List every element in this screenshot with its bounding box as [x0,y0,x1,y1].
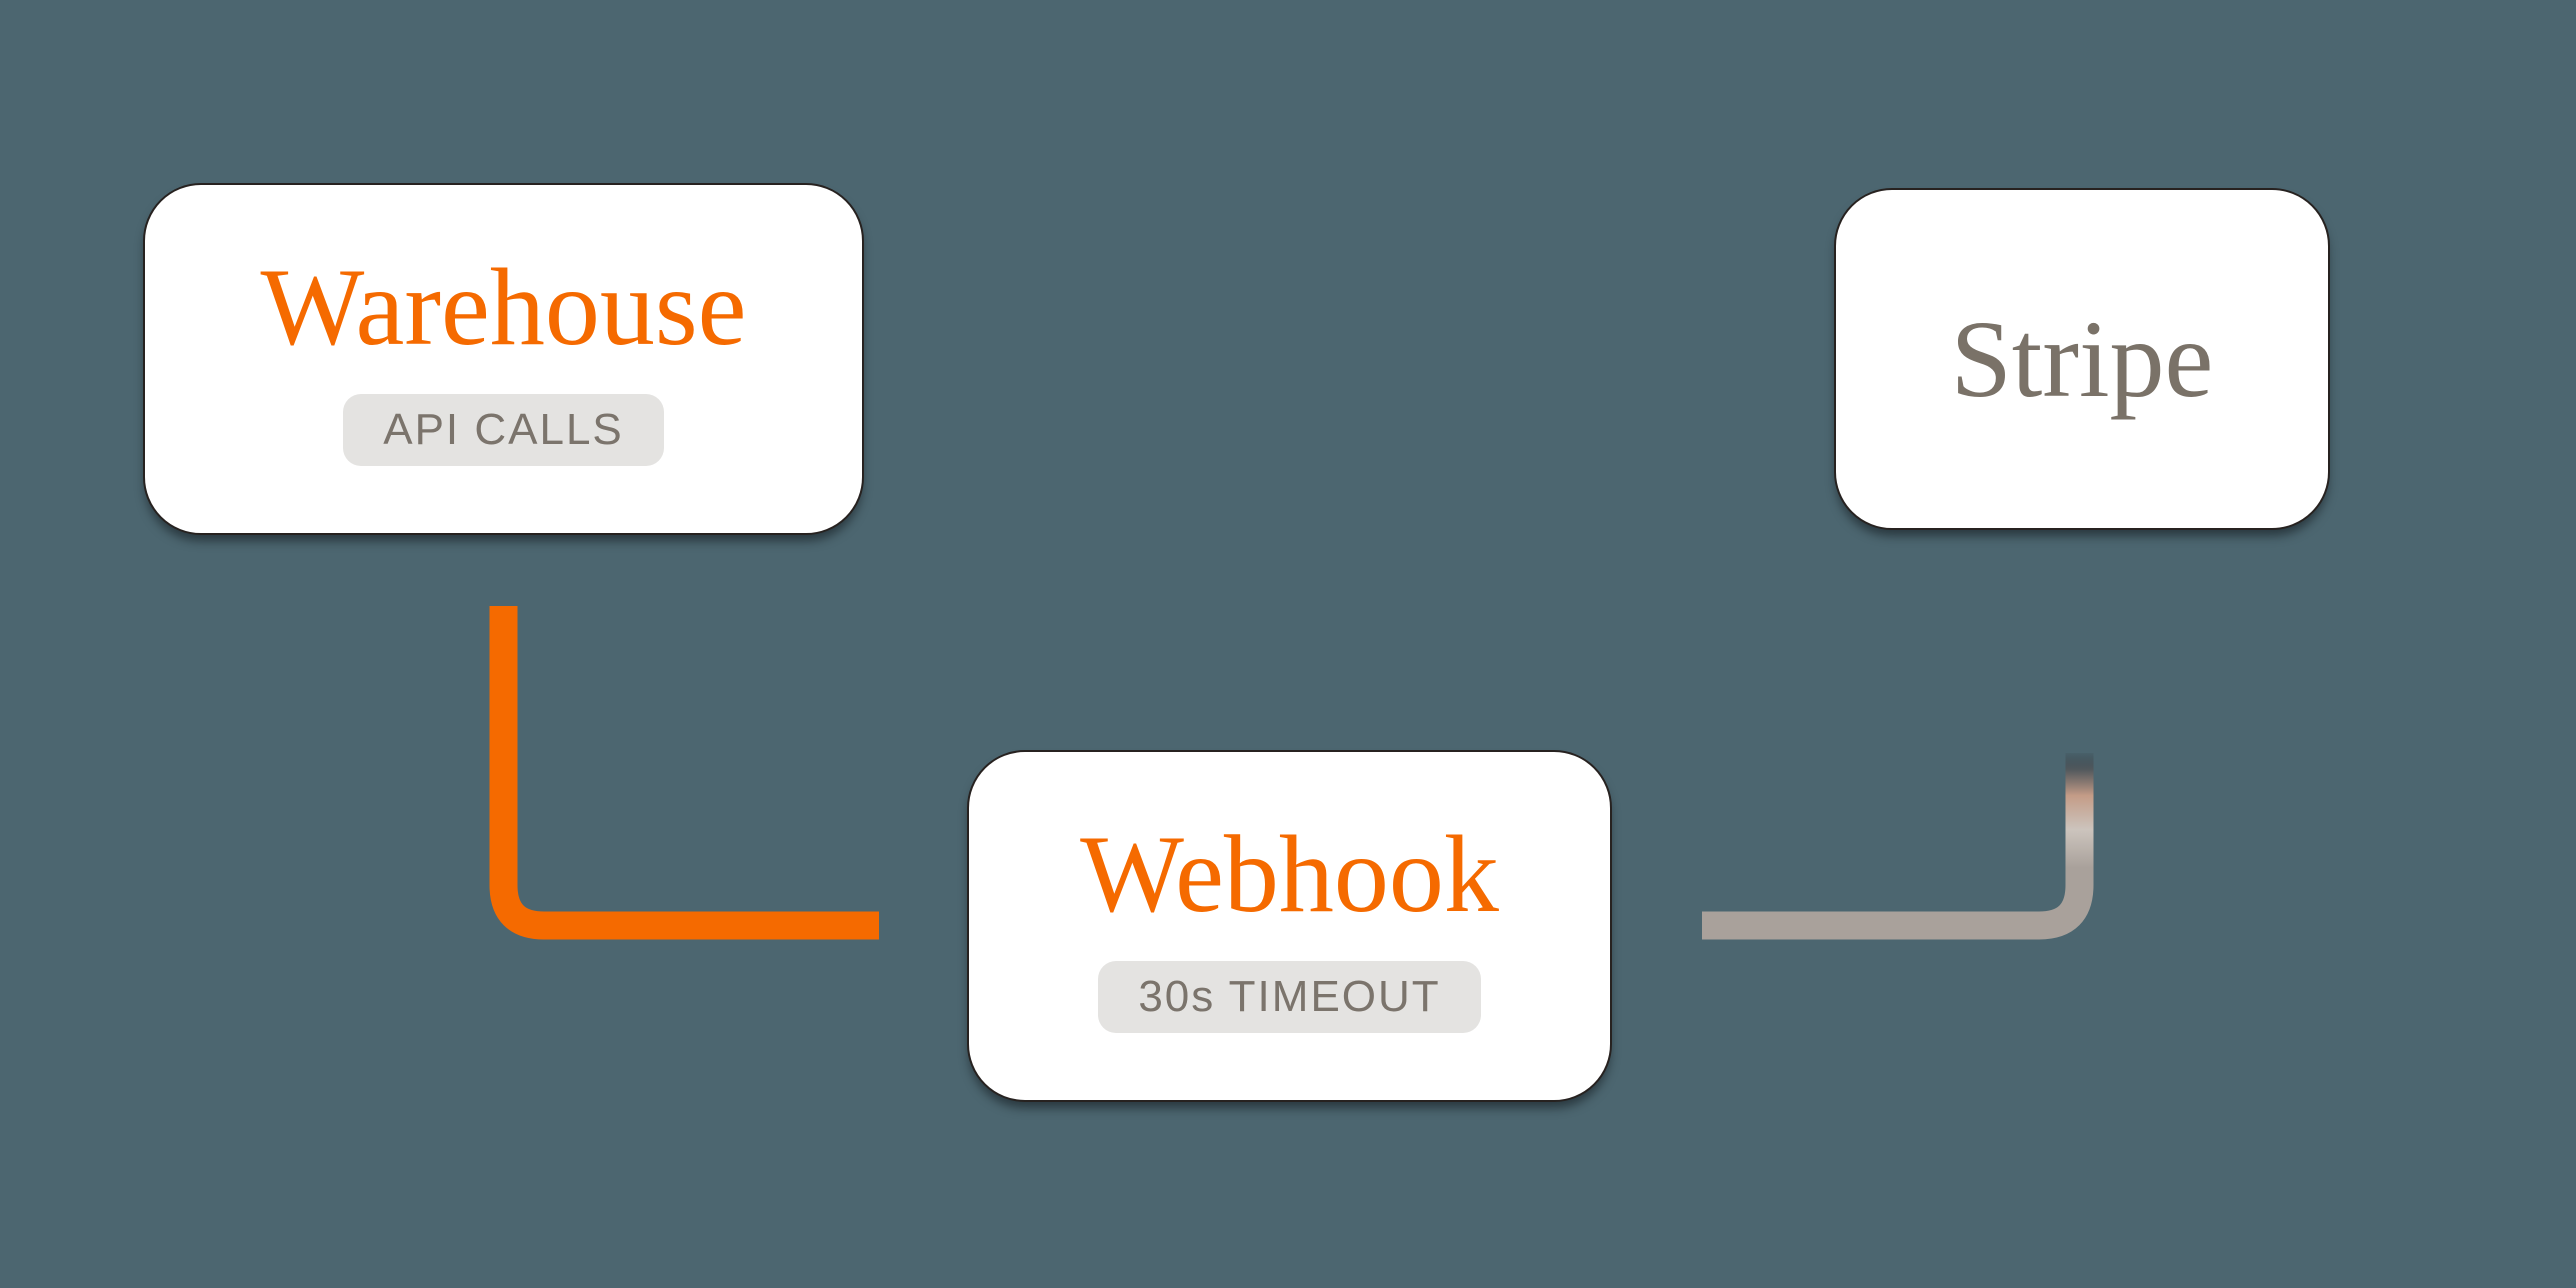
connector-warehouse-to-webhook [489,606,879,940]
connector-webhook-to-stripe [1702,753,2094,940]
node-warehouse-badge: API CALLS [343,394,664,466]
node-warehouse-title: Warehouse [260,246,747,368]
node-webhook: Webhook 30s TIMEOUT [967,750,1612,1102]
node-stripe: Stripe [1834,188,2330,530]
node-webhook-title: Webhook [1080,813,1499,935]
node-warehouse: Warehouse API CALLS [143,183,864,535]
node-stripe-title: Stripe [1950,298,2214,420]
node-webhook-badge: 30s TIMEOUT [1098,961,1481,1033]
